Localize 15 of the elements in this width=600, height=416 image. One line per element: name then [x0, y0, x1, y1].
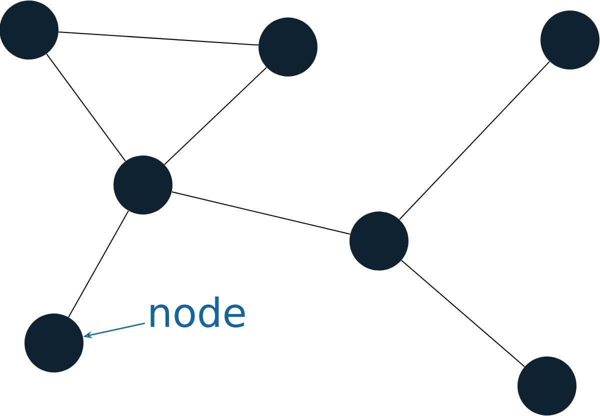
- connection-line: [46, 53, 126, 162]
- network-node: [518, 356, 576, 416]
- network-node: [350, 212, 408, 270]
- network-node: [24, 314, 84, 372]
- connection-line: [398, 61, 550, 220]
- connection-line: [171, 191, 351, 235]
- network-node: [114, 156, 172, 214]
- network-node: [0, 0, 58, 60]
- connection-line: [164, 66, 267, 166]
- connection-line: [68, 210, 129, 318]
- network-node: [540, 10, 600, 70]
- node-label: node: [150, 296, 245, 328]
- connection-line: [58, 31, 259, 46]
- connection-line: [400, 260, 526, 368]
- network-node: [258, 18, 318, 76]
